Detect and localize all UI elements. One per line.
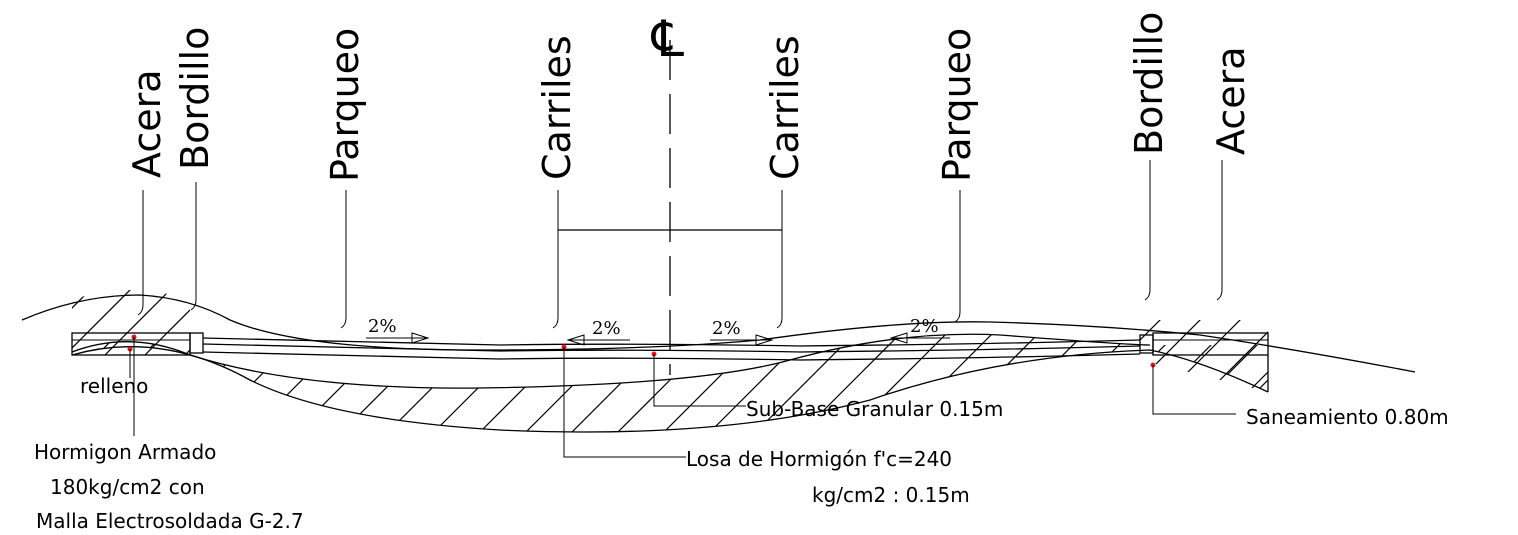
zone-label-carriles-left: Carriles	[535, 35, 579, 180]
svg-text:2%: 2%	[910, 316, 939, 337]
hatch-line	[0, 280, 60, 360]
callout-losa-line1: Losa de Hormigón f'c=240	[686, 447, 952, 471]
curb-left	[189, 332, 204, 354]
zone-label-acera-left: Acera	[125, 69, 169, 178]
callout-hormigon-line1: Hormigon Armado	[34, 440, 216, 464]
hatch-line	[1360, 310, 1450, 400]
hatch-line	[185, 334, 337, 432]
pavement-slab-bottom	[202, 343, 1141, 353]
hatch-line	[139, 290, 190, 355]
hatch-line	[72, 290, 101, 355]
hatch-line	[220, 280, 300, 360]
hatch-line	[139, 334, 291, 432]
zone-label-parqueo-right: Parqueo	[935, 28, 979, 182]
svg-text:2%: 2%	[712, 318, 741, 339]
hatch-line	[553, 334, 705, 432]
callout-hormigon-line3: Malla Electrosoldada G-2.7	[36, 509, 304, 533]
zone-label-parqueo-left: Parqueo	[323, 28, 367, 182]
slope-arrow-4: 2%	[889, 316, 950, 344]
hatch-line	[691, 334, 843, 432]
sidewalk-right-slab	[1152, 332, 1269, 356]
callout-subbase: Sub-Base Granular 0.15m	[746, 397, 1003, 421]
callout-saneamiento: Saneamiento 0.80m	[1246, 405, 1449, 429]
hatch-line	[415, 334, 567, 432]
zone-label-bordillo-left: Bordillo	[173, 27, 217, 170]
svg-text:2%: 2%	[368, 316, 397, 337]
excavation-top-curve	[71, 333, 1151, 389]
pavement-subbase-bottom	[202, 351, 1141, 361]
hatch-line	[0, 300, 60, 450]
hatch-line	[461, 334, 613, 432]
hatch-line	[231, 334, 383, 432]
hatch-line	[1059, 334, 1211, 432]
slope-arrow-3: 2%	[710, 318, 774, 346]
hatch-line	[323, 334, 475, 432]
callout-relleno: relleno	[80, 374, 148, 398]
hatch-line	[1105, 334, 1257, 432]
sidewalk-left-slab	[71, 332, 191, 356]
hatch-line	[1140, 320, 1171, 392]
zone-label-acera-right: Acera	[1209, 46, 1253, 155]
centerline-symbol: ℄	[650, 10, 684, 68]
hatch-line	[645, 334, 797, 432]
hatch-line	[1239, 320, 1268, 392]
hatch-line	[277, 334, 429, 432]
callout-hormigon-line2: 180kg/cm2 con	[50, 475, 205, 499]
hatch-line	[179, 290, 190, 355]
leader-subbase	[653, 354, 746, 407]
leader-saneamiento	[1152, 365, 1236, 415]
slope-arrow-1: 2%	[366, 316, 430, 344]
leader-losa	[563, 347, 686, 458]
hatch-line	[1013, 334, 1165, 432]
callout-losa-line2: kg/cm2 : 0.15m	[812, 483, 970, 507]
hatch-line	[507, 334, 659, 432]
hatch-line	[737, 334, 889, 432]
pavement-top	[202, 337, 1141, 347]
zone-label-carriles-right: Carriles	[763, 35, 807, 180]
zone-leaders	[137, 160, 1223, 329]
slope-arrow-2: 2%	[566, 318, 630, 346]
svg-text:2%: 2%	[592, 318, 621, 339]
hatch-line	[1320, 310, 1410, 400]
hatch-line	[260, 280, 340, 360]
excavation-bottom-line	[71, 346, 1269, 433]
hatch-line	[72, 290, 141, 355]
zone-label-bordillo-right: Bordillo	[1127, 12, 1171, 155]
